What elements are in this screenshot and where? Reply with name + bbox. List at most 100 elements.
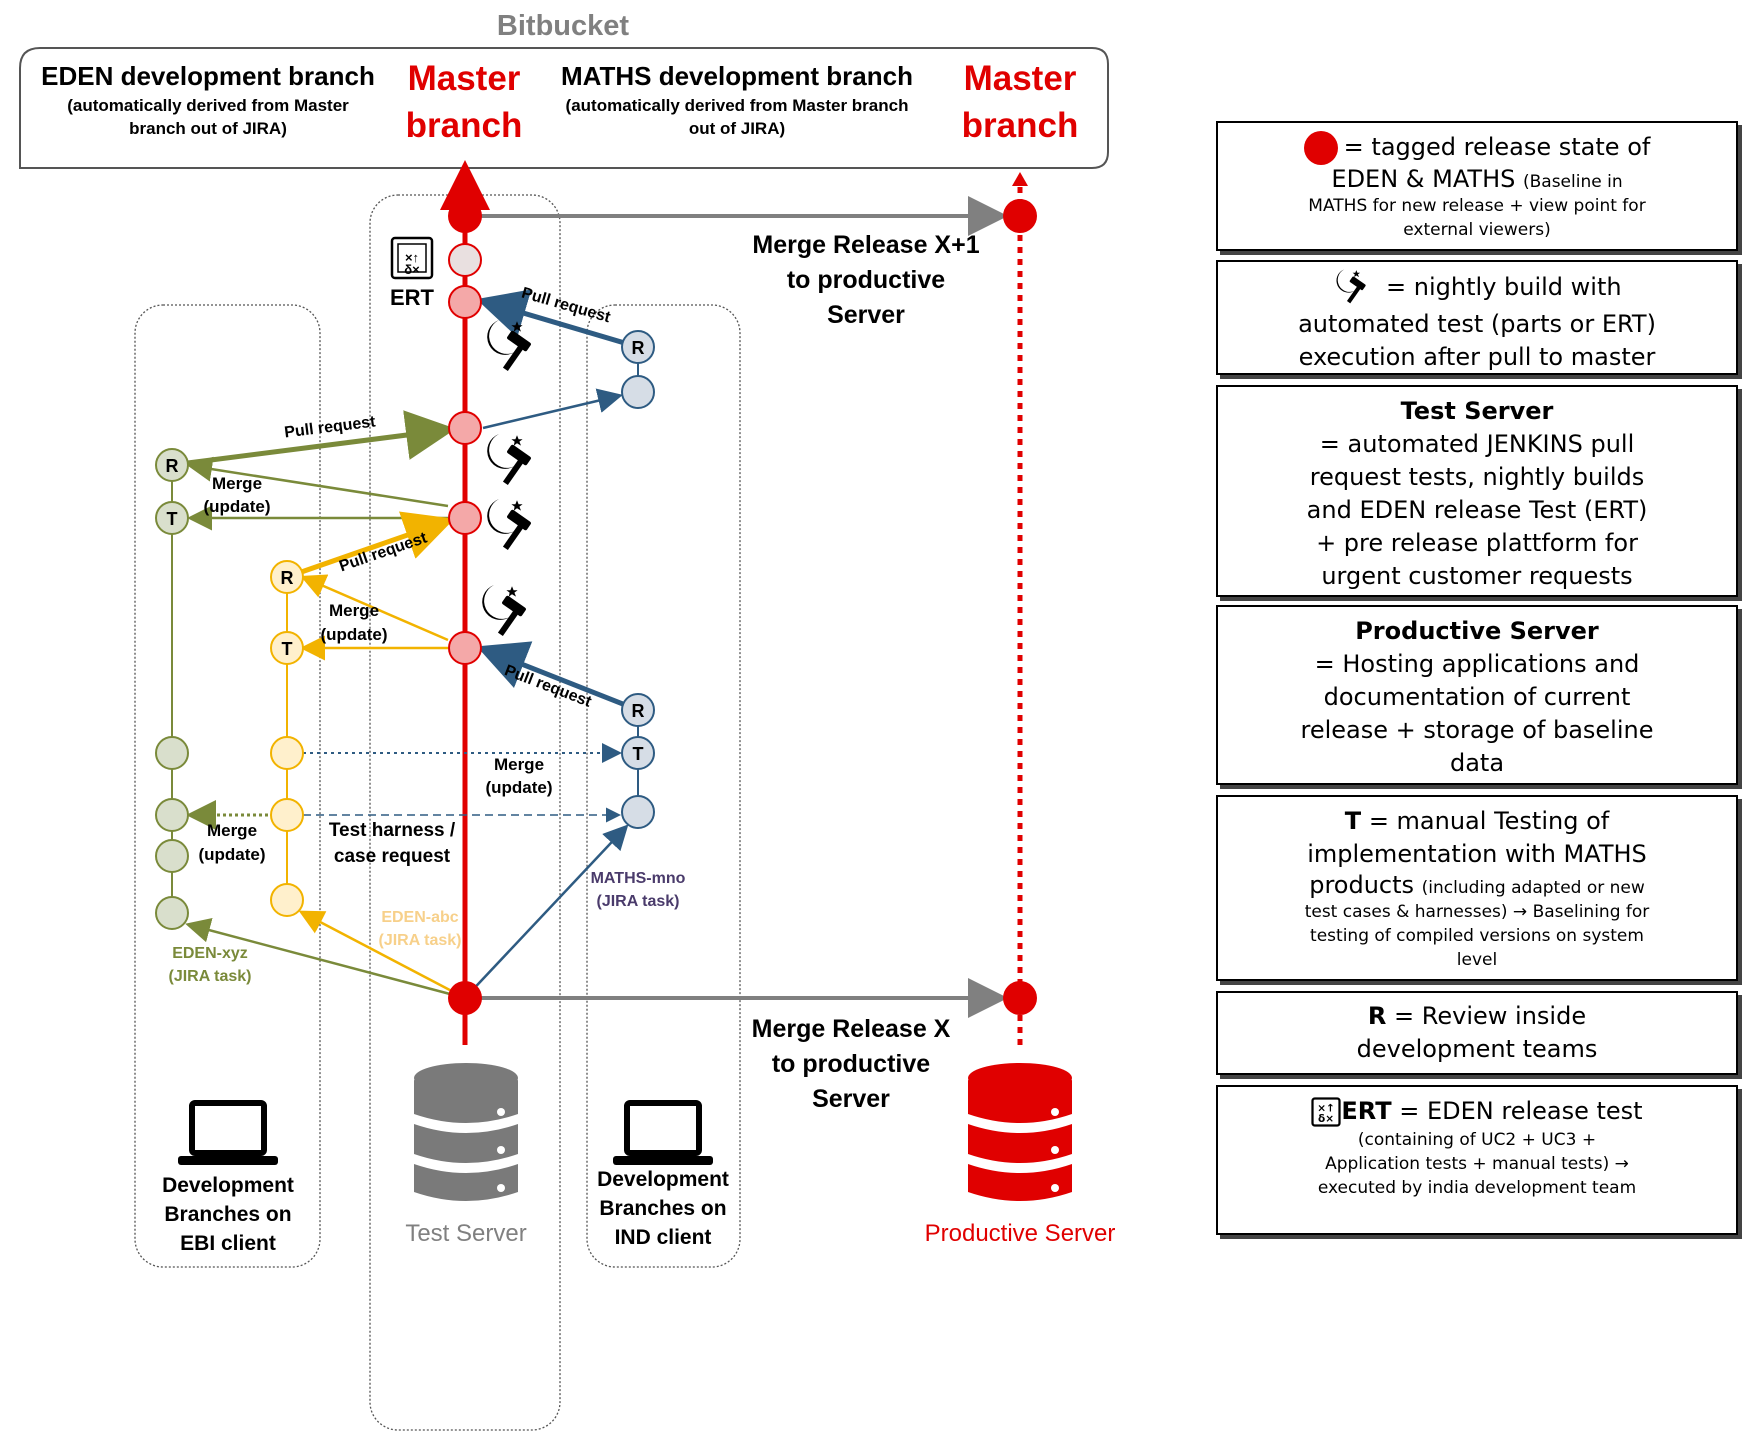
nightly-build-icon [487,320,532,372]
legend-title: Productive Server [1355,617,1599,645]
legend-text: = automated JENKINS pull [1319,430,1635,458]
tagged-release-node [448,199,482,233]
legend-text: (containing of UC2 + UC3 + [1357,1130,1597,1150]
eden-abc-label-1: EDEN-abc [381,909,458,926]
maths-mno-label-1: MATHS-mno [591,870,686,887]
ind-label-3: IND client [615,1226,712,1249]
update-label: (update) [320,625,387,644]
legend-review: R = Review inside development teams [1216,991,1738,1075]
ind-client-container [586,304,741,1268]
yellow-nodes: R T [270,560,304,917]
eden-branch-note-2: branch out of JIRA) [129,119,287,138]
tagged-release-node [448,981,482,1015]
merge-label: Merge [212,474,262,493]
maths-mno-branch [303,289,639,999]
node-t-label: T [167,509,178,529]
legend-text: development teams [1356,1035,1598,1063]
merge-label: Merge [494,755,544,774]
master-branch-1-line1: Master [408,59,521,98]
legend-productive-server: Productive Server = Hosting applications… [1216,605,1738,785]
legend-text: testing of compiled versions on system [1310,926,1644,946]
legend-text: automated test (parts or ERT) [1298,310,1656,338]
red-dot-icon [1303,131,1338,165]
legend-key: R [1367,1002,1387,1030]
nightly-build-icon [487,499,532,551]
svg-text:×↑: ×↑ [405,250,419,265]
ebi-label-1: Development [162,1174,294,1197]
ind-label-2: Branches on [599,1197,726,1220]
node-r-label: R [632,701,645,721]
nightly-build-icon [1336,269,1367,304]
legend-text: release + storage of baseline [1300,716,1654,744]
ebi-label-2: Branches on [164,1203,291,1226]
merge-x-line2: to productive [772,1050,930,1078]
database-icon [968,1063,1072,1201]
nightly-build-icon [482,585,527,637]
productive-server-label: Productive Server [925,1220,1116,1247]
test-harness-line2: case request [334,846,451,867]
svg-text:δ×: δ× [404,262,420,277]
legend-text: = Review inside [1394,1002,1587,1030]
merge-x1-line1: Merge Release X+1 [752,231,979,259]
ert-icon: ×↑ δ× [390,236,434,280]
merge-label: Merge [207,821,257,840]
master-nodes [448,199,1037,1015]
legend-text: EDEN & MATHS [1331,165,1516,193]
ind-label-1: Development [597,1168,729,1191]
node-r-label: R [166,456,179,476]
productive-arrow-head [1012,172,1028,186]
merge-label: Merge [329,601,379,620]
legend-test-server: Test Server = automated JENKINS pull req… [1216,385,1738,597]
legend-text: execution after pull to master [1298,343,1656,371]
legend-text: implementation with MATHS [1307,840,1647,868]
master-branch-2-line1: Master [964,59,1077,98]
node-t-label: T [633,744,644,764]
merge-x-line3: Server [812,1085,890,1113]
svg-text:δ×: δ× [1318,1113,1334,1125]
pull-request-blue-arrow-top [476,289,639,350]
test-harness-line1: Test harness / [329,820,456,841]
page-title: Bitbucket [497,10,629,42]
blue-nodes: R R T [621,330,655,829]
pull-request-yellow-arrow [286,511,455,580]
bitbucket-box: EDEN development branch (automatically d… [19,47,1109,169]
node-r-label: R [281,568,294,588]
pull-request-olive-arrow [171,410,456,468]
legend-text: documentation of current [1323,683,1631,711]
tagged-release-node [1003,199,1037,233]
legend-manual-testing: T = manual Testing of implementation wit… [1216,795,1738,981]
maths-branch-label: MATHS development branch [561,61,913,91]
master-branch-2-line2: branch [962,106,1079,145]
pull-request-blue-arrow-bottom [476,641,639,713]
legend-text: request tests, nightly builds [1309,463,1645,491]
legend-text: products [1309,871,1415,899]
legend-text: (Baseline in [1522,172,1623,192]
nightly-build-icon [487,434,532,486]
svg-text:×↑: ×↑ [1318,1102,1336,1114]
merge-x1-line3: Server [827,301,905,329]
legend-text: + pre release plattform for [1316,529,1638,557]
legend-title: Test Server [1400,397,1554,425]
maths-branch-note-1: (automatically derived from Master branc… [566,96,909,115]
legend-key: ERT [1341,1097,1392,1125]
ert-icon: ×↑δ× [1311,1097,1342,1127]
ebi-label-3: EBI client [180,1232,276,1255]
laptop-icon [178,1100,278,1165]
legend-key: T [1344,807,1362,835]
legend-tagged-release: = tagged release state of EDEN & MATHS (… [1216,121,1738,251]
node-r-label: R [632,338,645,358]
legend-text: and EDEN release Test (ERT) [1306,496,1648,524]
legend-text: data [1449,749,1505,777]
pull-request-label: Pull request [520,285,613,327]
update-label: (update) [485,778,552,797]
maths-branch-note-2: out of JIRA) [689,119,785,138]
legend-text: Application tests + manual tests) → [1325,1154,1629,1174]
update-label: (update) [203,497,270,516]
legend-text: = Hosting applications and [1314,650,1640,678]
test-server-container [369,194,561,1431]
master-branch-1-line2: branch [406,106,523,145]
database-icon [414,1063,518,1201]
ert-label: ERT [390,285,435,310]
legend-nightly-build: = nightly build with automated test (par… [1216,260,1738,375]
